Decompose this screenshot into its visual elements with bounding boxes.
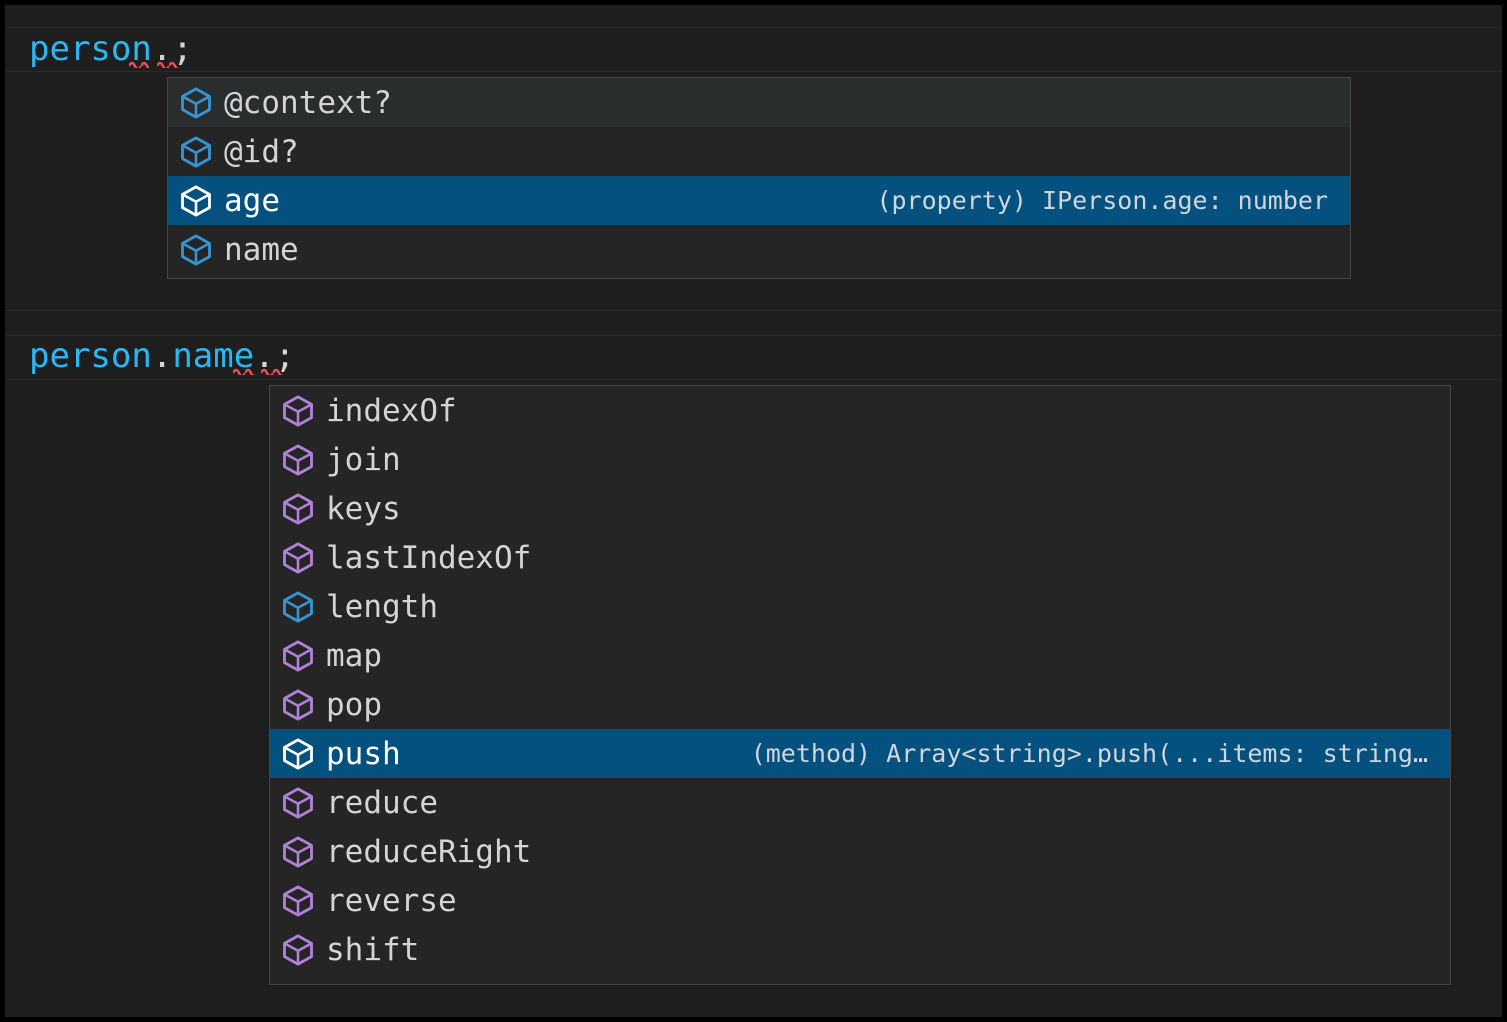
error-squiggle-icon: [233, 367, 255, 375]
suggest-widget-person[interactable]: @context? @id? age (property) IPerson.age: …: [167, 77, 1351, 279]
suggest-item-detail: (method) Array<string>.push(...items: st…: [750, 738, 1428, 768]
property-cube-icon: [178, 232, 214, 268]
suggest-item-label: reduce: [326, 784, 438, 821]
suggest-item-label: age: [224, 182, 280, 219]
method-cube-icon: [280, 785, 316, 821]
suggest-item-label: reverse: [326, 882, 457, 919]
suggest-item-length[interactable]: length: [270, 582, 1450, 631]
suggest-item-push[interactable]: push (method) Array<string>.push(...items…: [270, 729, 1450, 778]
method-cube-icon: [280, 491, 316, 527]
suggest-item-map[interactable]: map: [270, 631, 1450, 680]
error-squiggle-icon: [157, 60, 179, 68]
suggest-item-indexof[interactable]: indexOf: [270, 386, 1450, 435]
suggest-item-label: length: [326, 588, 438, 625]
property-cube-icon: [178, 134, 214, 170]
editor-row-separator: [5, 71, 1502, 72]
suggest-item-id[interactable]: @id?: [168, 127, 1350, 176]
method-cube-icon: [280, 393, 316, 429]
error-squiggle-icon: [129, 60, 149, 68]
suggest-item-lastindexof[interactable]: lastIndexOf: [270, 533, 1450, 582]
code-token-punctuation: .: [151, 336, 173, 376]
suggest-item-label: @context?: [224, 84, 392, 121]
suggest-item-label: join: [326, 441, 401, 478]
property-cube-icon: [280, 589, 316, 625]
method-cube-icon: [280, 540, 316, 576]
suggest-item-reduceright[interactable]: reduceRight: [270, 827, 1450, 876]
suggest-item-label: name: [224, 231, 299, 268]
suggest-item-label: push: [326, 735, 401, 772]
editor-row-separator: [5, 379, 1502, 380]
suggest-item-pop[interactable]: pop: [270, 680, 1450, 729]
suggest-item-shift[interactable]: shift: [270, 925, 1450, 974]
suggest-item-reverse[interactable]: reverse: [270, 876, 1450, 925]
code-line-2[interactable]: person.name.;: [29, 336, 295, 376]
suggest-item-detail: (property) IPerson.age: number: [876, 185, 1328, 215]
suggest-item-label: map: [326, 637, 382, 674]
suggest-item-label: keys: [326, 490, 401, 527]
error-squiggle-icon: [261, 367, 283, 375]
editor-row-separator: [5, 335, 1502, 336]
suggest-item-label: pop: [326, 686, 382, 723]
suggest-item-context[interactable]: @context?: [168, 78, 1350, 127]
suggest-item-name[interactable]: name: [168, 225, 1350, 274]
method-cube-icon: [280, 638, 316, 674]
suggest-item-label: shift: [326, 931, 420, 968]
editor-row-separator: [5, 310, 1502, 311]
suggest-widget-name[interactable]: indexOf join keys lastIndexOf length map pop pu…: [269, 385, 1451, 985]
method-cube-icon: [280, 834, 316, 870]
method-cube-icon: [280, 932, 316, 968]
property-cube-icon: [178, 183, 214, 219]
suggest-item-age[interactable]: age (property) IPerson.age: number: [168, 176, 1350, 225]
property-cube-icon: [178, 85, 214, 121]
method-cube-icon: [280, 442, 316, 478]
editor-row-separator: [5, 27, 1502, 28]
code-token-variable: person: [29, 336, 152, 376]
suggest-item-label: reduceRight: [326, 833, 532, 870]
suggest-item-label: lastIndexOf: [326, 539, 532, 576]
method-cube-icon: [280, 687, 316, 723]
suggest-item-keys[interactable]: keys: [270, 484, 1450, 533]
suggest-item-reduce[interactable]: reduce: [270, 778, 1450, 827]
method-cube-icon: [280, 736, 316, 772]
suggest-item-join[interactable]: join: [270, 435, 1450, 484]
code-editor-surface[interactable]: person.; person.name.; @context?@id?age(…: [5, 5, 1502, 1017]
method-cube-icon: [280, 883, 316, 919]
suggest-item-label: indexOf: [326, 392, 457, 429]
suggest-item-label: @id?: [224, 133, 299, 170]
